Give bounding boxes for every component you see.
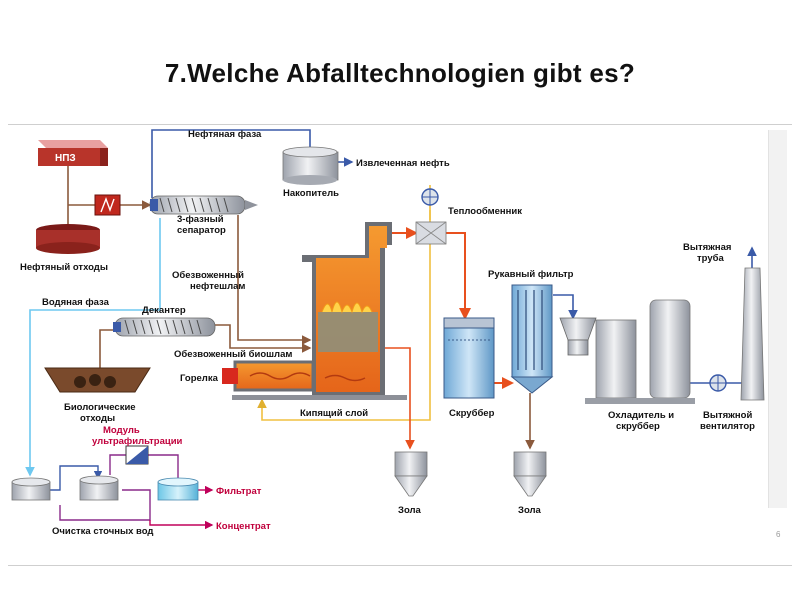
ash-hopper-2 <box>513 451 547 497</box>
scrubber <box>443 317 495 399</box>
label-wastewater: Очистка сточных вод <box>52 526 153 537</box>
hx-to-scrubber-line <box>446 232 471 320</box>
bag-filter <box>510 284 554 394</box>
uf-module <box>125 445 149 465</box>
label-ash-2: Зола <box>518 505 542 516</box>
uf-line-out <box>148 454 179 478</box>
label-cooler-1: Охладитель и <box>608 410 674 421</box>
label-exhaust-pipe-2: труба <box>697 253 724 264</box>
exhaust-stack <box>740 267 765 401</box>
label-exhaust-fan-2: вентилятор <box>700 421 755 432</box>
heater <box>94 194 121 216</box>
heat-exchanger <box>415 221 447 245</box>
label-dewatered-biosludge: Обезвоженный биошлам <box>174 349 292 360</box>
label-fluidized-bed: Кипящий слой <box>300 408 368 419</box>
label-water-phase: Водяная фаза <box>42 297 110 308</box>
label-exhaust-fan-1: Вытяжной <box>703 410 752 421</box>
label-ash-1: Зола <box>398 505 422 516</box>
label-dewatered-sludge-1: Обезвоженный <box>172 270 244 281</box>
bio-waste-to-decanter-line <box>99 329 115 368</box>
uf-line-in <box>109 454 126 475</box>
label-exhaust-pipe-1: Вытяжная <box>683 242 731 253</box>
three-phase-separator <box>149 195 258 215</box>
ww-tank-2 <box>79 475 119 501</box>
storage-tank <box>282 146 339 185</box>
sludge-to-furnace-line <box>237 215 312 345</box>
filter-to-cyclone-line <box>553 294 578 320</box>
burner <box>222 368 238 384</box>
label-dewatered-sludge-2: нефтешлам <box>190 281 245 292</box>
biosludge-line <box>215 324 312 353</box>
label-oil-waste: Нефтяный отходы <box>20 262 108 273</box>
decanter <box>113 317 216 337</box>
water-phase-line <box>25 218 161 477</box>
slide-number: 6 <box>776 530 781 539</box>
label-bio-waste-1: Биологические <box>64 402 136 413</box>
bio-waste-basin <box>44 367 151 393</box>
air-supply-line <box>257 210 431 421</box>
refinery-box <box>38 140 108 166</box>
label-nps: НПЗ <box>55 153 76 164</box>
slide-title: 7.Welche Abfalltechnologien gibt es? <box>164 58 636 88</box>
oil-waste-tank <box>36 224 100 254</box>
label-separator-2: сепаратор <box>177 225 226 236</box>
scrollbar[interactable] <box>768 130 787 508</box>
label-concentrate: Концентрат <box>216 521 271 532</box>
ash-hopper-1 <box>394 451 428 497</box>
label-separator-1: 3-фазный <box>177 214 224 225</box>
concentrate-line <box>149 520 214 530</box>
ww-line-1 <box>50 465 103 491</box>
label-decanter: Декантер <box>142 305 186 316</box>
oil-phase-line <box>151 129 315 198</box>
label-bio-waste-2: отходы <box>80 413 115 424</box>
label-storage: Накопитель <box>283 188 339 199</box>
label-extracted-oil: Извлеченная нефть <box>356 158 450 169</box>
label-cooler-2: скруббер <box>616 421 660 432</box>
label-uf-module-2: ультрафильтрации <box>92 436 183 447</box>
label-oil-phase: Нефтяная фаза <box>188 129 262 140</box>
label-uf-module-1: Модуль <box>103 425 140 436</box>
label-filtrate: Фильтрат <box>216 486 262 497</box>
label-scrubber: Скруббер <box>449 408 495 419</box>
label-bag-filter: Рукавный фильтр <box>488 269 574 280</box>
label-heat-exchanger: Теплообменник <box>448 206 522 217</box>
cyclone <box>559 317 597 356</box>
ash-line-1 <box>385 347 415 450</box>
air-fan <box>421 188 439 206</box>
diagram-frame <box>8 124 792 566</box>
fluidized-bed-furnace <box>232 222 407 400</box>
exhaust-fan <box>709 374 727 392</box>
ww-tank-3 <box>157 477 199 501</box>
label-burner: Горелка <box>180 373 219 384</box>
ww-tank-1 <box>11 477 51 501</box>
cooler-scrubber-towers <box>585 299 695 404</box>
